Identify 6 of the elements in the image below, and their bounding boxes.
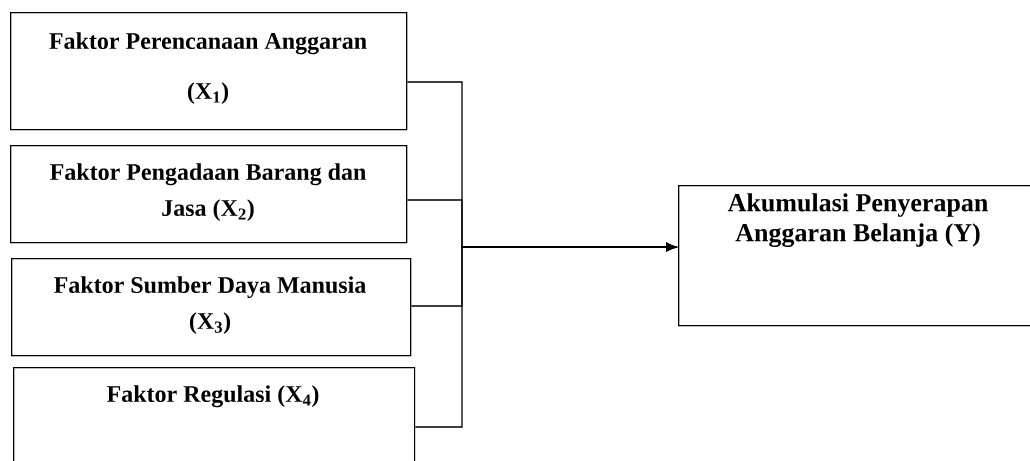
connector-arrow (414, 242, 677, 428)
outcome-box: Akumulasi Penyerapan Anggaran Belanja (Y) (678, 185, 1030, 327)
factor-box: Faktor Pengadaan Barang dan Jasa (X$_{2}$) (10, 145, 408, 244)
factor-box: Faktor Perencanaan Anggaran (X$_{1}$) (10, 12, 408, 131)
factor-box: Faktor Sumber Daya Manusia (X$_{3}$) (11, 258, 412, 357)
factor-box: Faktor Regulasi (X$_{4}$) (13, 367, 416, 461)
